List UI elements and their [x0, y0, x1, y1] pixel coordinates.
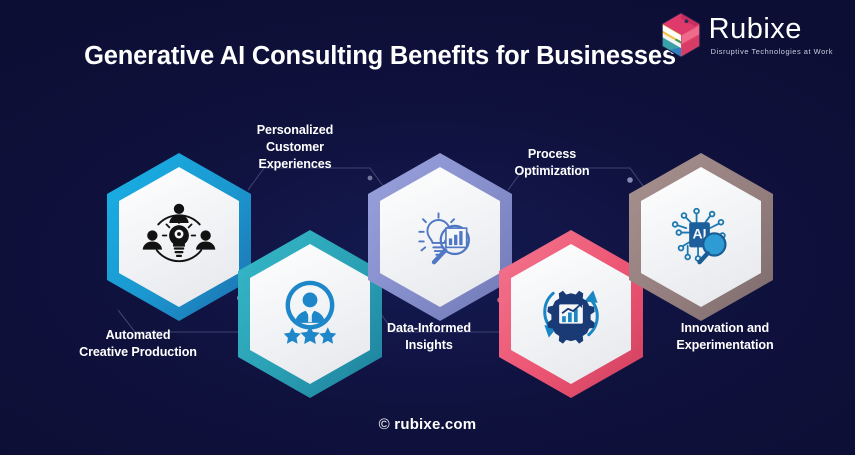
- caption-data-informed-insights: Data-Informed Insights: [386, 321, 472, 352]
- gear-growth-chart-cycle-icon: [543, 290, 599, 344]
- hexagon-flow-diagram: AI Automated Creative Production Persona…: [0, 95, 855, 398]
- caption-personalized-customer-experiences: Personalized Customer Experiences: [256, 123, 334, 171]
- caption-process-optimization: Process Optimization: [514, 147, 590, 178]
- hex-node-innovation-and-experimentation[interactable]: AI: [626, 151, 776, 323]
- footer-attribution: © rubixe.com: [0, 416, 855, 433]
- footer-site-text: rubixe.com: [394, 416, 477, 433]
- copyright-icon: ©: [378, 416, 390, 433]
- hex-node-automated-creative-production[interactable]: [104, 151, 254, 323]
- customer-rating-stars-icon: [283, 280, 337, 345]
- lightbulb-magnifier-chart-icon: [418, 212, 470, 265]
- caption-automated-creative-production: Automated Creative Production: [79, 328, 197, 359]
- rubixe-logo: Rubixe Disruptive Technologies at Work: [660, 12, 833, 58]
- hex-node-data-informed-insights[interactable]: [365, 151, 515, 323]
- ai-chip-magnifier-icon: AI: [671, 207, 727, 265]
- hex-node-process-optimization[interactable]: [496, 228, 646, 400]
- hex-node-personalized-customer-experiences[interactable]: [235, 228, 385, 400]
- page-title: Generative AI Consulting Benefits for Bu…: [84, 42, 676, 70]
- logo-tagline: Disruptive Technologies at Work: [710, 46, 833, 56]
- svg-text:AI: AI: [692, 225, 706, 241]
- people-around-lightbulb-icon: [142, 203, 216, 263]
- logo-wordmark: Rubixe: [708, 12, 802, 45]
- caption-innovation-and-experimentation: Innovation and Experimentation: [676, 321, 774, 352]
- rubixe-hexagon-logo-icon: [661, 12, 700, 58]
